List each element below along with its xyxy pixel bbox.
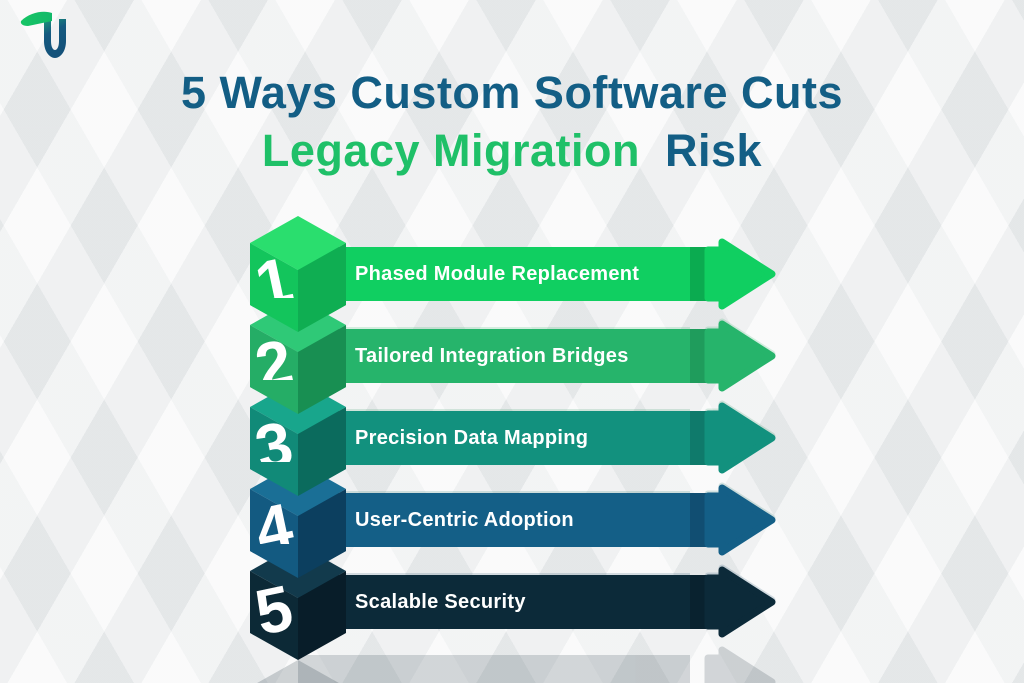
previous-cube-tip-right — [298, 298, 346, 332]
arrow-right-icon — [704, 238, 776, 310]
tu-logo — [20, 11, 66, 58]
banner-fold — [690, 493, 706, 547]
title-line-2: Legacy Migration Risk — [0, 122, 1024, 180]
step-label: Scalable Security — [355, 590, 526, 613]
banner-fold — [690, 247, 706, 301]
previous-cube-tip-left — [250, 298, 298, 332]
banner-fold — [690, 575, 706, 629]
page-title: 5 Ways Custom Software Cuts Legacy Migra… — [0, 64, 1024, 180]
step-label: Precision Data Mapping — [355, 426, 589, 449]
arrow-right-icon — [704, 402, 776, 474]
banner-bar — [298, 575, 690, 629]
arrow-right-icon — [704, 320, 776, 392]
title-line2-green: Legacy Migration — [261, 125, 640, 176]
title-line2-dark: Risk — [665, 125, 763, 176]
banner-bar — [298, 411, 690, 465]
banner-bar — [298, 329, 690, 383]
arrow-right-icon — [704, 566, 776, 638]
logo-u-shape — [44, 15, 66, 58]
banner-fold — [690, 411, 706, 465]
previous-cube-tip-right — [298, 544, 346, 578]
step-5-banner-graphic — [250, 544, 776, 683]
cube-right-face — [298, 571, 346, 660]
arrow-right-icon — [704, 484, 776, 556]
previous-cube-tip-left — [250, 544, 298, 578]
step-label: Phased Module Replacement — [355, 262, 640, 285]
logo-swoosh — [20, 11, 52, 26]
step-row-5: 5 Scalable Security — [249, 544, 780, 683]
cube-reflection — [257, 660, 339, 683]
cube-left-face — [250, 571, 298, 660]
previous-cube-tip-right — [298, 380, 346, 414]
banner-bar — [298, 493, 690, 547]
previous-cube-tip-left — [250, 380, 298, 414]
step-label: User-Centric Adoption — [355, 508, 574, 531]
banner-bar — [298, 247, 690, 301]
previous-cube-tip-right — [298, 462, 346, 496]
previous-cube-tip-left — [250, 462, 298, 496]
title-line-1: 5 Ways Custom Software Cuts — [181, 67, 843, 118]
step-label: Tailored Integration Bridges — [355, 344, 629, 367]
banner-fold — [690, 329, 706, 383]
banner-reflection — [298, 646, 776, 683]
